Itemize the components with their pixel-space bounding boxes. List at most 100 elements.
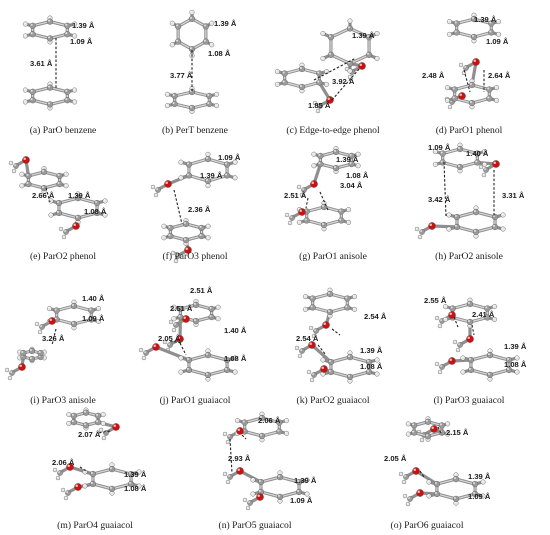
hydrogen-atom: [66, 421, 71, 426]
panel-caption: (d) ParO1 phenol: [410, 125, 528, 136]
oxygen-atom: [412, 467, 419, 474]
hydrogen-atom: [375, 372, 380, 377]
distance-label: 2.07 Å: [78, 430, 101, 439]
carbon-atom: [64, 97, 70, 103]
carbon-atom: [193, 302, 199, 308]
carbon-atom: [29, 356, 35, 362]
distance-label: 2.05 Å: [158, 334, 181, 343]
aromatic-ring: [445, 79, 499, 109]
hydrogen-atom: [23, 100, 28, 105]
carbon-atom: [344, 296, 350, 302]
carbon-atom: [299, 66, 305, 72]
distance-label: 2.15 Å: [446, 428, 469, 437]
hydrogen-atom: [307, 370, 311, 374]
carbon-atom: [313, 328, 318, 333]
carbon-atom: [9, 370, 14, 375]
oxygen-atom: [74, 483, 81, 490]
hydrogen-atom: [61, 488, 65, 492]
hydrogen-atom: [447, 227, 452, 232]
hydrogen-atom: [433, 162, 438, 167]
distance-label: 2.55 Å: [424, 296, 447, 305]
oxygen-atom: [112, 423, 119, 430]
carbon-atom: [71, 303, 77, 309]
hydrogen-atom: [23, 34, 28, 39]
hydrogen-atom: [295, 346, 299, 350]
distance-label: 1.08 Å: [224, 354, 247, 363]
hydrogen-atom: [209, 42, 214, 47]
distance-label: 1.39 Å: [504, 342, 527, 351]
hydrogen-atom: [447, 19, 452, 24]
hydrogen-atom: [190, 10, 195, 15]
hydrogen-atom: [403, 494, 407, 498]
distance-label: 1.08 Å: [124, 484, 147, 493]
carbon-atom: [299, 348, 304, 353]
distance-label: 2.51 Å: [284, 191, 307, 200]
hydrogen-atom: [447, 213, 452, 218]
hydrogen-atom: [482, 162, 487, 167]
distance-label: 2.51 Å: [190, 286, 213, 295]
carbon-atom: [47, 19, 53, 25]
distance-line: [174, 190, 182, 224]
carbon-atom: [193, 318, 199, 324]
carbon-atom: [30, 97, 36, 103]
distance-label: 1.09 Å: [486, 37, 509, 46]
carbon-atom: [454, 30, 460, 36]
carbon-atom: [224, 173, 230, 179]
distance-label: 2.06 Å: [258, 416, 281, 425]
carbon-atom: [39, 324, 44, 329]
aromatic-ring: [303, 288, 357, 318]
carbon-atom: [321, 222, 327, 228]
hydrogen-atom: [64, 172, 69, 177]
carbon-atom: [224, 162, 230, 168]
panel-caption: (a) ParO benzene: [4, 125, 122, 136]
carbon-atom: [203, 39, 209, 45]
distance-line: [444, 162, 446, 216]
oxygen-atom: [466, 335, 473, 342]
distance-label: 1.08 Å: [84, 207, 107, 216]
carbon-atom: [47, 85, 53, 91]
hydrogen-atom: [101, 412, 106, 417]
carbon-atom: [71, 321, 77, 327]
distance-label: 3.77 Å: [170, 71, 193, 80]
hydrogen-atom: [494, 98, 499, 103]
hydrogen-atom: [172, 316, 177, 321]
hydrogen-atom: [356, 163, 361, 168]
hydrogen-atom: [179, 370, 184, 375]
carbon-atom: [259, 433, 265, 439]
hydrogen-atom: [427, 480, 432, 485]
carbon-atom: [474, 160, 480, 166]
hydrogen-atom: [5, 368, 9, 372]
molecule-svg: 1.39 Å1.08 Å3.04 Å2.51 Å: [278, 140, 388, 255]
distance-label: 1.09 Å: [70, 37, 93, 46]
hydrogen-atom: [461, 370, 466, 375]
carbon-atom: [467, 319, 473, 325]
carbon-atom: [469, 82, 475, 88]
distance-label: 3.42 Å: [428, 195, 451, 204]
carbon-atom: [483, 167, 488, 172]
carbon-atom: [457, 164, 463, 170]
hydrogen-atom: [223, 432, 227, 436]
carbon-atom: [38, 350, 44, 356]
hydrogen-atom: [101, 421, 106, 426]
molecule-svg: 1.39 Å3.92 Å1.85 Å: [278, 8, 388, 123]
carbon-atom: [205, 372, 211, 378]
distance-label: 3.26 Å: [42, 334, 65, 343]
hydrogen-atom: [312, 163, 317, 168]
oxygen-atom: [430, 425, 437, 432]
hydrogen-atom: [216, 305, 221, 310]
carbon-atom: [453, 476, 459, 482]
distance-label: 1.09 Å: [428, 143, 451, 152]
carbon-atom: [90, 471, 96, 477]
carbon-atom: [289, 215, 294, 220]
hydrogen-atom: [179, 356, 184, 361]
hydrogen-atom: [8, 376, 12, 380]
carbon-atom: [282, 80, 288, 86]
carbon-atom: [95, 419, 101, 425]
distance-label: 2.48 Å: [422, 71, 445, 80]
distance-label: 1.09 Å: [82, 314, 105, 323]
hydrogen-atom: [23, 22, 28, 27]
hydrogen-atom: [284, 418, 289, 423]
hydrogen-atom: [456, 348, 460, 352]
